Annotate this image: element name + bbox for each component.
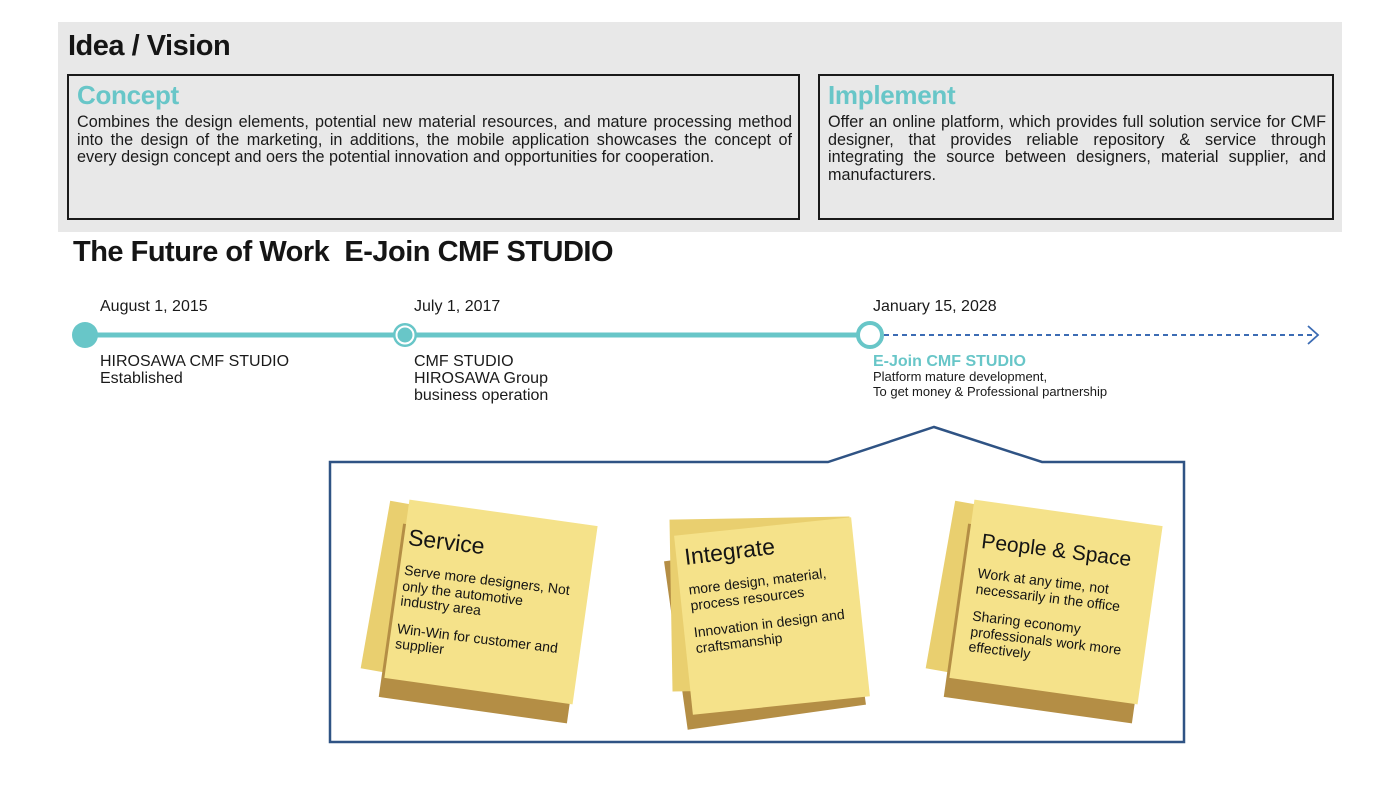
idea-vision-panel: Idea / Vision Concept Combines the desig… [58,22,1342,232]
milestone-desc-2: CMF STUDIO HIROSAWA Group business opera… [414,353,548,404]
milestone-dot-2028 [856,321,884,349]
milestone-2-line: HIROSAWA Group [414,370,548,387]
sticky-note-integrate: Integrate more design, material, process… [664,508,875,730]
milestone-dot-2017 [393,323,417,347]
sticky-note-people-space: People & Space Work at any time, not nec… [925,492,1163,724]
idea-vision-title: Idea / Vision [68,30,231,62]
note-content: Service Serve more designers, Not only t… [394,524,578,672]
milestone-dot-2017-ring [395,325,415,345]
implement-text: Offer an online platform, which provides… [828,113,1326,184]
sticky-note-service: Service Serve more designers, Not only t… [360,492,598,724]
milestone-2-line: business operation [414,387,549,404]
milestone-1-line: Established [100,370,183,387]
milestone-2-line: CMF STUDIO [414,353,514,370]
note-content: Integrate more design, material, process… [683,525,856,657]
timeline-arrowhead-icon [1307,325,1320,345]
future-of-work-title: The Future of Work E-Join CMF STUDIO [73,236,614,268]
milestone-3-line: To get money & Professional partnership [873,383,1108,399]
note-body: Serve more designers, Not only the autom… [399,561,571,619]
note-content: People & Space Work at any time, not nec… [968,530,1152,675]
implement-heading: Implement [828,80,956,110]
milestone-date-3: January 15, 2028 [873,298,997,315]
concept-heading: Concept [77,80,179,110]
concept-text: Combines the design elements, potential … [77,113,792,167]
concept-box: Concept Combines the design elements, po… [67,74,800,220]
note-body: more design, material, process resources [687,564,828,613]
milestone-date-1: August 1, 2015 [100,298,208,315]
note-body: Work at any time, not necessarily in the… [974,564,1122,614]
milestone-dot-2015 [72,322,98,348]
milestone-3-line: Platform mature development, [873,369,1048,384]
milestone-1-line: HIROSAWA CMF STUDIO [100,353,290,370]
milestone-desc-3: Platform mature development, To get mone… [873,369,1108,399]
milestone-date-2: July 1, 2017 [414,298,501,315]
implement-box: Implement Offer an online platform, whic… [818,74,1334,220]
milestone-desc-1: HIROSAWA CMF STUDIO Established [100,353,289,387]
milestone-3-heading: E-Join CMF STUDIO [873,353,1026,370]
